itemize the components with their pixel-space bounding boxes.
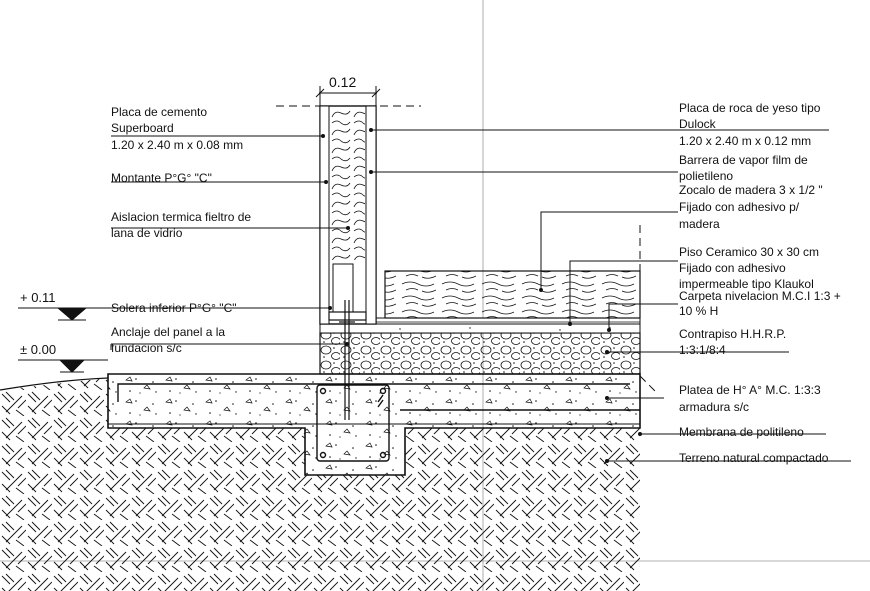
label-aislacion-1: Aislacion termica fieltro de bbox=[111, 210, 252, 224]
label-barrera-2: polietileno bbox=[679, 169, 734, 183]
gravel-subfloor bbox=[319, 332, 641, 375]
label-contrapiso-2: 1:3:1/8:4 bbox=[679, 343, 726, 357]
level-upper: + 0.11 bbox=[20, 290, 56, 305]
label-placa-yeso-2: Dulock bbox=[679, 117, 716, 131]
cut-lines bbox=[276, 105, 659, 395]
label-aislacion-2: lana de vidrio bbox=[111, 226, 183, 240]
label-barrera-1: Barrera de vapor film de bbox=[679, 153, 808, 167]
ceramic-floor bbox=[374, 317, 641, 325]
anchor-bolt bbox=[339, 300, 355, 420]
label-placa-cemento-2: Superboard bbox=[111, 121, 174, 135]
label-solera: Solera inferior P°G° "C" bbox=[111, 301, 237, 315]
wood-baseboard bbox=[384, 270, 641, 319]
label-placa-yeso-1: Placa de roca de yeso tipo bbox=[679, 101, 821, 115]
label-zocalo-3: madera bbox=[679, 217, 720, 231]
label-placa-yeso-3: 1.20 x 2.40 m x 0.12 mm bbox=[679, 134, 812, 148]
label-platea-2: armadura s/c bbox=[679, 400, 750, 414]
wall-thickness-dimension: 0.12 bbox=[329, 74, 357, 90]
label-placa-cemento-3: 1.20 x 2.40 m x 0.08 mm bbox=[111, 138, 244, 152]
label-piso-3: impermeable tipo Klaukol bbox=[679, 277, 814, 291]
rebar bbox=[117, 383, 640, 462]
label-zocalo-1: Zocalo de madera 3 x 1/2 " bbox=[679, 183, 823, 197]
leader-lines-left bbox=[110, 135, 348, 350]
label-placa-cemento-1: Placa de cemento bbox=[111, 105, 208, 119]
level-marks bbox=[18, 307, 320, 373]
label-terreno: Terreno natural compactado bbox=[679, 451, 829, 465]
label-piso-2: Fijado con adhesivo bbox=[679, 261, 786, 275]
wall-panel bbox=[319, 105, 640, 325]
leader-dots bbox=[321, 128, 642, 463]
label-membrana: Membrana de politileno bbox=[679, 425, 804, 439]
label-carpeta-1: Carpeta nivelacion M.C.I 1:3 + bbox=[679, 289, 841, 303]
label-carpeta-2: 10 % H bbox=[679, 304, 719, 318]
label-anclaje-1: Anclaje del panel a la bbox=[111, 325, 226, 339]
label-montante: Montante P°G° "C" bbox=[111, 171, 212, 185]
label-zocalo-2: Fijado con adhesivo p/ bbox=[679, 200, 800, 214]
label-platea-1: Platea de H° A° M.C. 1:3:3 bbox=[679, 383, 821, 397]
leader-lines-right bbox=[371, 129, 851, 462]
leveling-screed bbox=[319, 323, 641, 334]
soil-hatch bbox=[0, 378, 640, 591]
level-lower: ± 0.00 bbox=[20, 342, 57, 357]
label-piso-1: Piso Ceramico 30 x 30 cm bbox=[679, 245, 820, 259]
label-contrapiso-1: Contrapiso H.H.R.P. bbox=[679, 327, 787, 341]
ground-line bbox=[0, 377, 109, 391]
label-anclaje-2: fundacion s/c bbox=[111, 341, 182, 355]
dimension-line bbox=[315, 86, 381, 110]
